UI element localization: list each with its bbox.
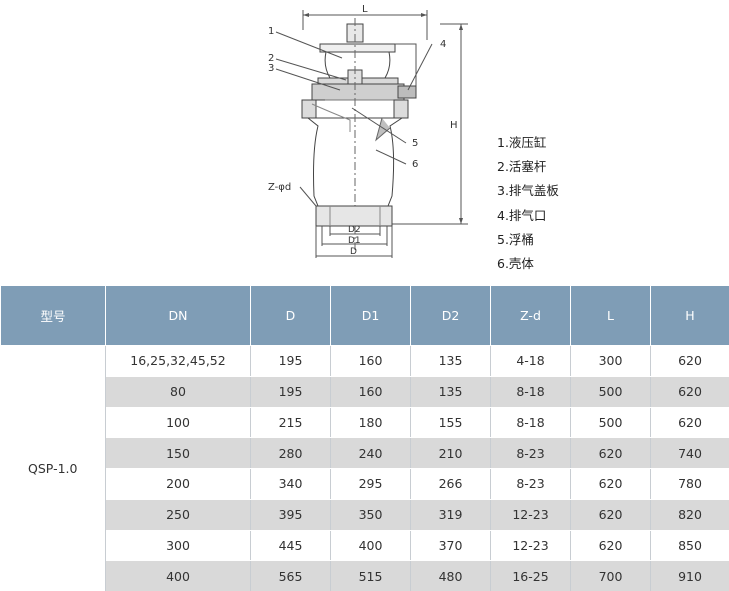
valve-section-drawing: L H Z-φd	[268, 4, 468, 258]
table-cell: 400	[330, 529, 411, 562]
table-cell: 565	[250, 560, 331, 591]
table-cell: 300	[570, 345, 651, 377]
header-d: D	[250, 285, 331, 346]
dim-H: H	[450, 120, 458, 131]
table-cell: 300	[105, 529, 251, 562]
dim-D: D	[350, 247, 357, 257]
table-cell: 620	[650, 375, 729, 408]
table-cell: 195	[250, 345, 331, 377]
table-cell: 480	[410, 560, 491, 591]
table-cell: 780	[650, 468, 729, 500]
callout-6: 6	[412, 159, 418, 170]
header-d2: D2	[410, 285, 491, 346]
table-cell: 8-23	[490, 437, 571, 469]
legend-item: 2.活塞杆	[497, 159, 547, 175]
table-cell: 620	[650, 406, 729, 439]
table-cell: 160	[330, 345, 411, 377]
callout-5: 5	[412, 138, 418, 149]
callout-2: 2	[268, 53, 274, 64]
table-cell: 210	[410, 437, 491, 469]
table-cell: 200	[105, 468, 251, 500]
table-cell: 350	[330, 498, 411, 531]
table-cell: 16,25,32,45,52	[105, 345, 251, 377]
legend-item: 5.浮桶	[497, 231, 534, 247]
table-header-row: 型号 DN D D1 D2 Z-d L H	[0, 285, 729, 346]
header-l: L	[570, 285, 651, 346]
table-cell: 400	[105, 560, 251, 591]
table-cell: 700	[570, 560, 651, 591]
table-cell: 740	[650, 437, 729, 469]
table-cell: 620	[570, 468, 651, 500]
callout-1: 1	[268, 26, 274, 37]
table-cell: 8-18	[490, 406, 571, 439]
table-cell: 280	[250, 437, 331, 469]
legend-item: 6.壳体	[497, 256, 534, 272]
table-cell: 4-18	[490, 345, 571, 377]
table-cell: 445	[250, 529, 331, 562]
legend-item: 1.液压缸	[497, 135, 547, 150]
header-model: 型号	[0, 285, 106, 346]
table-cell: 500	[570, 406, 651, 439]
dim-L: L	[362, 4, 368, 15]
table-cell: 620	[570, 437, 651, 469]
table-cell: 266	[410, 468, 491, 500]
table-cell: 8-23	[490, 468, 571, 500]
table-cell: 215	[250, 406, 331, 439]
table-cell: 395	[250, 498, 331, 531]
header-zd: Z-d	[490, 285, 571, 346]
table-cell: 620	[650, 345, 729, 377]
technical-drawing: L H Z-φd	[0, 0, 729, 285]
header-dn: DN	[105, 285, 251, 346]
table-cell: 820	[650, 498, 729, 531]
table-cell: 515	[330, 560, 411, 591]
table-cell: 155	[410, 406, 491, 439]
header-d1: D1	[330, 285, 411, 346]
callout-4: 4	[440, 39, 446, 50]
table-cell: 295	[330, 468, 411, 500]
table-cell: 160	[330, 375, 411, 408]
legend-item: 4.排气口	[497, 207, 547, 223]
table-cell: 12-23	[490, 498, 571, 531]
dim-D2: D2	[348, 225, 361, 235]
table-cell: 12-23	[490, 529, 571, 562]
table-cell: 370	[410, 529, 491, 562]
callout-3: 3	[268, 63, 274, 74]
table-cell: 250	[105, 498, 251, 531]
legend-item: 3.排气盖板	[497, 183, 559, 199]
model-cell: QSP-1.0	[0, 345, 106, 591]
dim-D1: D1	[348, 236, 361, 246]
table-cell: 150	[105, 437, 251, 469]
table-cell: 319	[410, 498, 491, 531]
table-cell: 620	[570, 498, 651, 531]
table-cell: 180	[330, 406, 411, 439]
header-h: H	[650, 285, 729, 346]
parts-legend: 1.液压缸 2.活塞杆 3.排气盖板 4.排气口 5.浮桶 6.壳体	[497, 131, 559, 276]
table-cell: 135	[410, 375, 491, 408]
table-cell: 135	[410, 345, 491, 377]
table-cell: 240	[330, 437, 411, 469]
table-cell: 910	[650, 560, 729, 591]
table-cell: 340	[250, 468, 331, 500]
table-cell: 80	[105, 375, 251, 408]
table-cell: 195	[250, 375, 331, 408]
table-cell: 16-25	[490, 560, 571, 591]
table-cell: 500	[570, 375, 651, 408]
table-cell: 850	[650, 529, 729, 562]
dim-Zd: Z-φd	[268, 182, 291, 193]
table-cell: 100	[105, 406, 251, 439]
table-cell: 8-18	[490, 375, 571, 408]
table-cell: 620	[570, 529, 651, 562]
